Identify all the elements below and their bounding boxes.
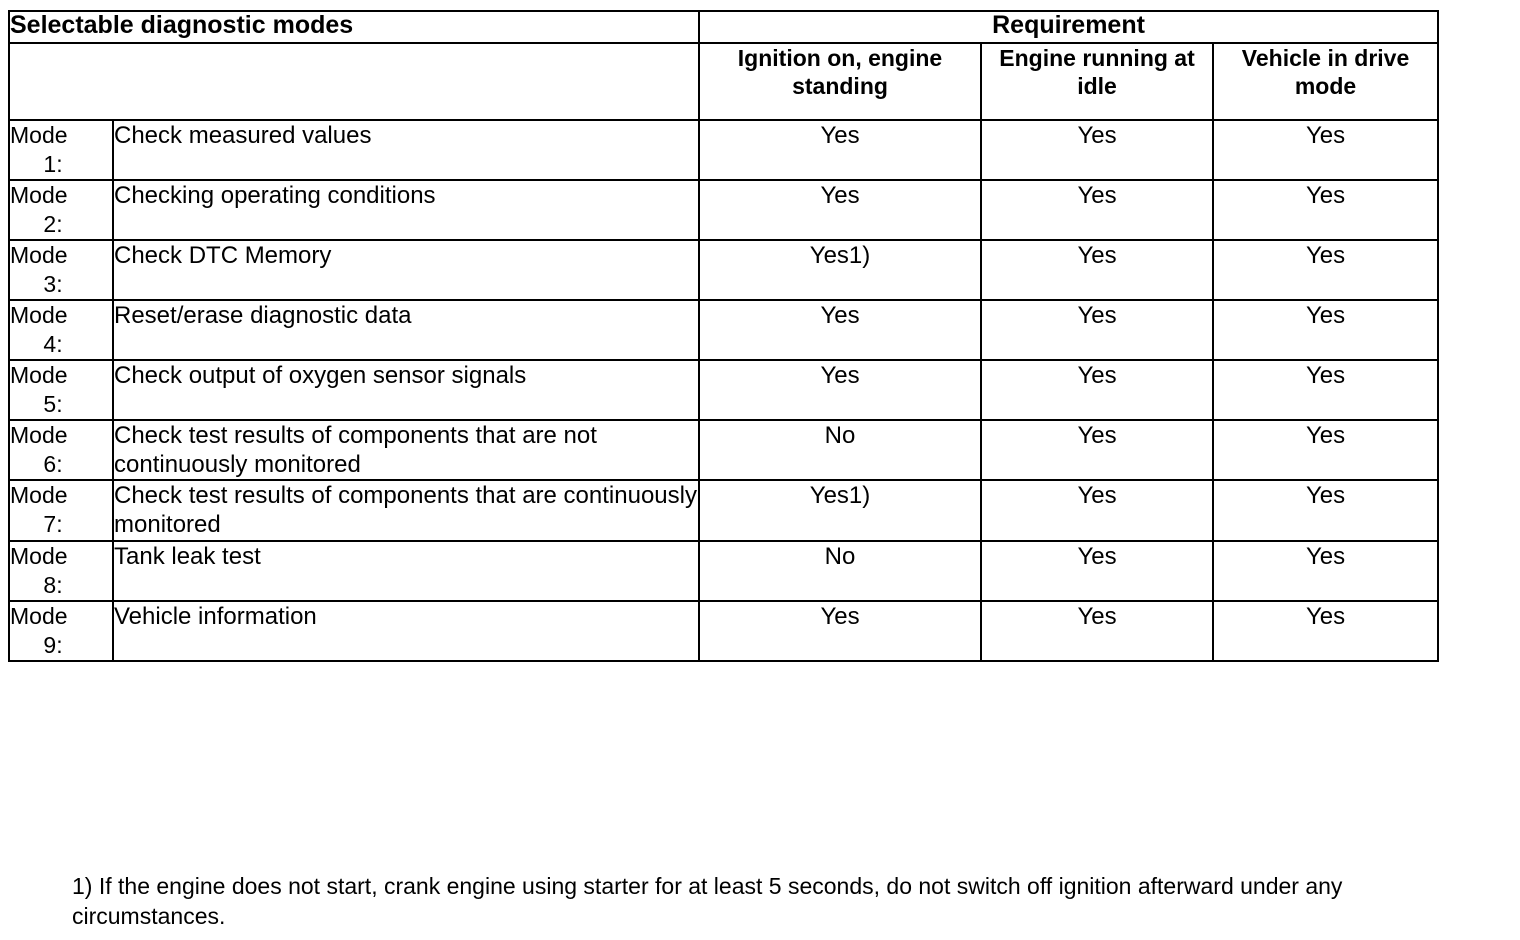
value-ignition-on-engine-standing: Yes (698, 298, 983, 361)
table-header: Selectable diagnostic modes Requirement … (7, 10, 1440, 121)
table-header-row-sub: Ignition on, engine standing Engine runn… (7, 42, 1440, 121)
table-row: Mode 6: Check test results of components… (8, 418, 1440, 482)
header-column-ignition-on-engine-standing: Ignition on, engine standing (698, 42, 983, 121)
footnote-text: 1) If the engine does not start, crank e… (72, 873, 1343, 929)
value-vehicle-in-drive-mode: Yes (1212, 599, 1440, 662)
value-engine-running-at-idle: Yes (980, 298, 1215, 361)
mode-number: 9: (43, 631, 63, 658)
mode-label-cell: Mode 3: (8, 238, 114, 301)
mode-number: 1: (43, 150, 63, 177)
mode-description: Vehicle information (111, 599, 701, 662)
value-ignition-on-engine-standing: No (698, 539, 983, 602)
mode-label-cell: Mode 1: (8, 119, 114, 181)
diagnostic-modes-table: Selectable diagnostic modes Requirement … (7, 10, 1440, 662)
mode-label-cell: Mode 9: (8, 599, 114, 662)
mode-number: 3: (43, 270, 63, 297)
mode-description: Checking operating conditions (111, 178, 701, 241)
mode-description: Tank leak test (111, 539, 701, 602)
table-row: Mode 5: Check output of oxygen sensor si… (8, 358, 1440, 421)
value-vehicle-in-drive-mode: Yes (1212, 298, 1440, 361)
value-ignition-on-engine-standing: Yes (698, 119, 983, 181)
mode-number: 7: (43, 511, 63, 538)
mode-word: Mode (10, 122, 68, 148)
value-engine-running-at-idle: Yes (980, 599, 1215, 662)
value-ignition-on-engine-standing: No (698, 418, 983, 482)
mode-label-cell: Mode 2: (8, 178, 114, 241)
table-row: Mode 1: Check measured values Yes Yes Ye… (8, 119, 1440, 181)
value-vehicle-in-drive-mode: Yes (1212, 358, 1440, 421)
value-engine-running-at-idle: Yes (980, 539, 1215, 602)
value-ignition-on-engine-standing: Yes (698, 599, 983, 662)
value-vehicle-in-drive-mode: Yes (1212, 178, 1440, 241)
mode-number: 5: (43, 390, 63, 417)
header-column-engine-running-at-idle: Engine running at idle (980, 42, 1215, 121)
mode-word: Mode (10, 361, 68, 388)
mode-label-cell: Mode 4: (8, 298, 114, 361)
mode-word: Mode (10, 181, 68, 208)
mode-description: Check output of oxygen sensor signals (111, 358, 701, 421)
mode-description: Reset/erase diagnostic data (111, 298, 701, 361)
value-engine-running-at-idle: Yes (980, 479, 1215, 542)
mode-description: Check test results of components that ar… (111, 418, 701, 482)
mode-label-cell: Mode 7: (8, 479, 114, 542)
table-row: Mode 3: Check DTC Memory Yes1) Yes Yes (8, 238, 1440, 301)
value-ignition-on-engine-standing: Yes (698, 178, 983, 241)
value-vehicle-in-drive-mode: Yes (1212, 479, 1440, 542)
mode-word: Mode (10, 482, 68, 509)
value-vehicle-in-drive-mode: Yes (1212, 119, 1440, 181)
value-ignition-on-engine-standing: Yes1) (698, 479, 983, 542)
value-engine-running-at-idle: Yes (980, 358, 1215, 421)
mode-number: 6: (43, 450, 63, 477)
value-engine-running-at-idle: Yes (980, 238, 1215, 301)
value-ignition-on-engine-standing: Yes1) (698, 238, 983, 301)
header-blank-cell (7, 42, 701, 121)
mode-label-cell: Mode 8: (8, 539, 114, 602)
value-engine-running-at-idle: Yes (980, 418, 1215, 482)
header-column-vehicle-in-drive-mode: Vehicle in drive mode (1212, 42, 1440, 121)
mode-word: Mode (10, 301, 68, 328)
value-vehicle-in-drive-mode: Yes (1212, 418, 1440, 482)
table-row: Mode 7: Check test results of components… (8, 479, 1440, 542)
mode-description: Check measured values (111, 119, 701, 181)
mode-word: Mode (10, 602, 68, 629)
mode-description: Check DTC Memory (111, 238, 701, 301)
table-header-row-top: Selectable diagnostic modes Requirement (7, 10, 1440, 44)
mode-word: Mode (10, 421, 68, 448)
header-selectable-diagnostic-modes: Selectable diagnostic modes (7, 10, 701, 44)
value-ignition-on-engine-standing: Yes (698, 358, 983, 421)
value-vehicle-in-drive-mode: Yes (1212, 238, 1440, 301)
table-row: Mode 9: Vehicle information Yes Yes Yes (8, 599, 1440, 662)
table-body: Mode 1: Check measured values Yes Yes Ye… (8, 119, 1440, 662)
header-requirement: Requirement (698, 10, 1440, 44)
mode-number: 4: (43, 330, 63, 357)
table-row: Mode 8: Tank leak test No Yes Yes (8, 539, 1440, 602)
mode-word: Mode (10, 542, 68, 569)
mode-word: Mode (10, 241, 68, 268)
mode-label-cell: Mode 5: (8, 358, 114, 421)
mode-description: Check test results of components that ar… (111, 479, 701, 542)
mode-number: 2: (43, 210, 63, 237)
mode-label-cell: Mode 6: (8, 418, 114, 482)
value-vehicle-in-drive-mode: Yes (1212, 539, 1440, 602)
table-row: Mode 2: Checking operating conditions Ye… (8, 178, 1440, 241)
mode-number: 8: (43, 571, 63, 598)
value-engine-running-at-idle: Yes (980, 178, 1215, 241)
value-engine-running-at-idle: Yes (980, 119, 1215, 181)
table-row: Mode 4: Reset/erase diagnostic data Yes … (8, 298, 1440, 361)
